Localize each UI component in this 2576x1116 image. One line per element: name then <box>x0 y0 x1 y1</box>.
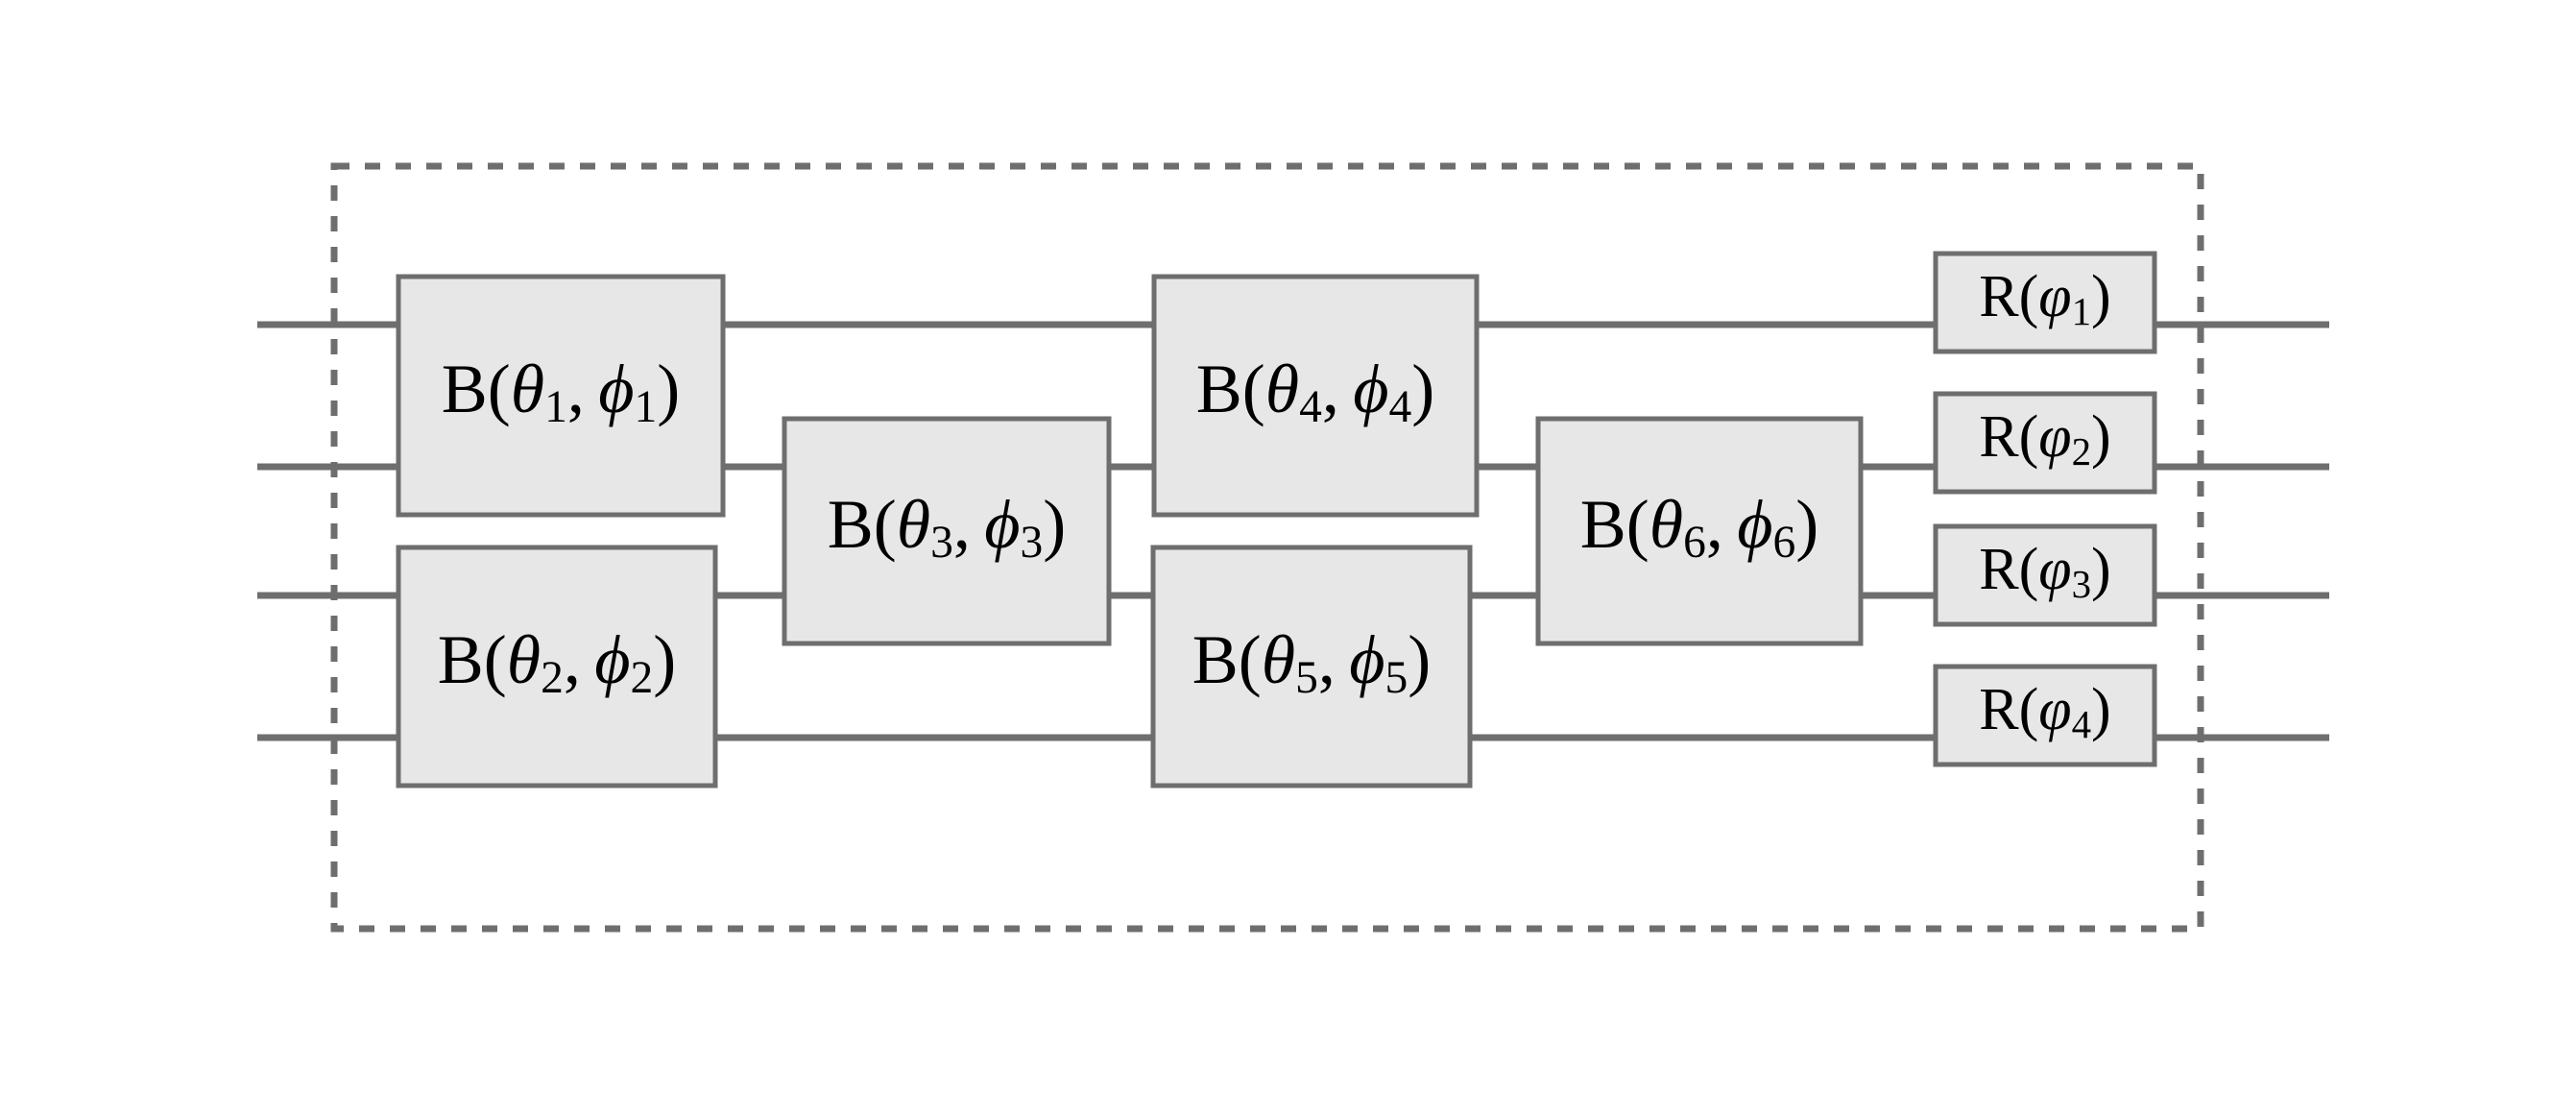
gate-r3[interactable]: R(φ3) <box>1933 523 2157 627</box>
gate-r4-box[interactable] <box>1933 664 2157 767</box>
gate-r3-box[interactable] <box>1933 523 2157 627</box>
gate-b3[interactable]: B(θ3, ϕ3) <box>782 416 1112 646</box>
dashed-circuit-boundary <box>330 162 2204 933</box>
gate-r1-box[interactable] <box>1933 251 2157 354</box>
gate-b2-label: B(θ2, ϕ2) <box>438 621 677 703</box>
gate-r2-box[interactable] <box>1933 391 2157 495</box>
gate-b5-label: B(θ5, ϕ5) <box>1192 621 1432 703</box>
gate-r1[interactable]: R(φ1) <box>1933 251 2157 354</box>
gate-b5-box[interactable] <box>1150 545 1473 788</box>
gate-b6[interactable]: B(θ6, ϕ6) <box>1535 416 1864 646</box>
gate-b2-box[interactable] <box>396 545 718 788</box>
gate-r4[interactable]: R(φ4) <box>1933 664 2157 767</box>
gate-r3-label: R(φ3) <box>1979 537 2110 606</box>
gate-b6-box[interactable] <box>1535 416 1864 646</box>
gate-r1-label: R(φ1) <box>1979 264 2110 333</box>
gate-b5[interactable]: B(θ5, ϕ5) <box>1150 545 1473 788</box>
gate-b1-box[interactable] <box>396 274 726 518</box>
gate-r4-label: R(φ4) <box>1979 677 2110 746</box>
gate-r2-label: R(φ2) <box>1979 404 2110 473</box>
gate-b2[interactable]: B(θ2, ϕ2) <box>396 545 718 788</box>
gate-b1-label: B(θ1, ϕ1) <box>442 351 681 432</box>
gate-b4-box[interactable] <box>1151 274 1480 518</box>
gate-b3-label: B(θ3, ϕ3) <box>828 486 1067 568</box>
gate-b6-label: B(θ6, ϕ6) <box>1580 486 1819 568</box>
gate-b4-label: B(θ4, ϕ4) <box>1196 351 1435 432</box>
gate-r2[interactable]: R(φ2) <box>1933 391 2157 495</box>
gate-b1[interactable]: B(θ1, ϕ1) <box>396 274 726 518</box>
gate-b3-box[interactable] <box>782 416 1112 646</box>
gate-b4[interactable]: B(θ4, ϕ4) <box>1151 274 1480 518</box>
